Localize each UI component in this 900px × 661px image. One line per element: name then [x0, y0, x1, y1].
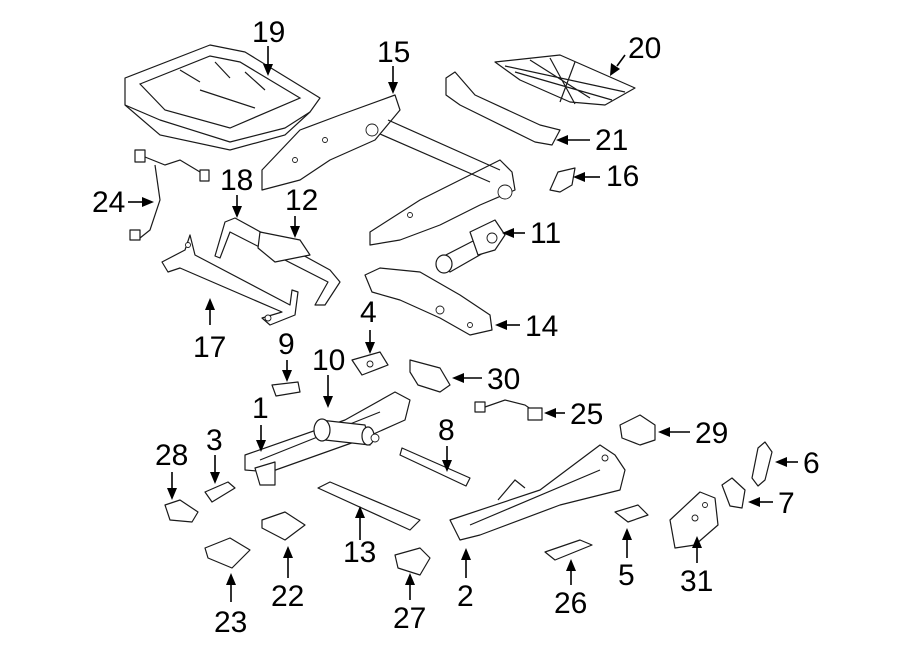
part-15-frame: [261, 94, 516, 246]
callout-4: 4: [360, 296, 377, 329]
callout-30: 30: [487, 363, 520, 396]
part-2-outer-track: [449, 444, 626, 541]
callout-8: 8: [438, 414, 455, 447]
part-13-rail: [317, 481, 421, 531]
part-14-lower-frame: [364, 267, 493, 336]
callout-23: 23: [214, 606, 247, 639]
callout-labels: 19 15 20 21 16 11 24 18 12 17 14 4 9 10 …: [92, 16, 820, 639]
callout-9: 9: [278, 328, 295, 361]
part-4-bracket: [351, 351, 389, 376]
callout-7: 7: [778, 487, 795, 520]
part-6-link: [751, 441, 773, 487]
part-8-rod: [399, 447, 471, 487]
callout-6: 6: [803, 447, 820, 480]
part-25-cable: [474, 399, 543, 421]
part-10-motor: [313, 418, 380, 446]
callout-5: 5: [618, 559, 635, 592]
callout-27: 27: [393, 602, 426, 635]
callout-28: 28: [155, 439, 188, 472]
callout-20: 20: [628, 32, 661, 65]
callout-21: 21: [595, 124, 628, 157]
callout-31: 31: [680, 565, 713, 598]
callout-15: 15: [377, 36, 410, 69]
callout-12: 12: [285, 184, 318, 217]
callout-3: 3: [206, 424, 223, 457]
part-17-lower-bar: [161, 234, 299, 326]
part-29-clip: [619, 414, 656, 446]
part-12-bracket: [257, 231, 311, 263]
part-16-clip: [549, 167, 576, 193]
part-26-plate: [544, 539, 593, 561]
part-5-clip: [614, 504, 649, 523]
callout-26: 26: [554, 587, 587, 620]
part-27-bracket: [394, 547, 431, 576]
part-28-cap: [164, 499, 199, 523]
part-20-heater-mat: [494, 54, 636, 106]
callout-18: 18: [220, 164, 253, 197]
callout-11: 11: [530, 217, 561, 250]
part-7-bracket: [721, 477, 746, 509]
part-23-module: [204, 537, 251, 569]
callout-arrows: [128, 46, 798, 602]
callout-24: 24: [92, 186, 125, 219]
callout-2: 2: [457, 580, 474, 613]
part-24-harness: [129, 149, 210, 241]
part-19-seat-cushion: [124, 44, 321, 151]
part-30-cover: [409, 359, 451, 393]
callout-17: 17: [193, 331, 226, 364]
callout-22: 22: [271, 580, 304, 613]
part-11-motor: [435, 219, 506, 274]
callout-29: 29: [695, 417, 728, 450]
callout-1: 1: [252, 392, 269, 425]
callout-19: 19: [252, 16, 285, 49]
part-9-pin: [271, 381, 301, 397]
callout-25: 25: [570, 398, 603, 431]
callout-14: 14: [525, 310, 558, 343]
part-3-cover: [204, 481, 236, 503]
part-31-plate: [669, 491, 719, 549]
callout-10: 10: [312, 344, 345, 377]
callout-13: 13: [343, 536, 376, 569]
callout-16: 16: [606, 160, 639, 193]
part-21-trim: [445, 71, 561, 146]
part-22-module: [261, 511, 306, 541]
